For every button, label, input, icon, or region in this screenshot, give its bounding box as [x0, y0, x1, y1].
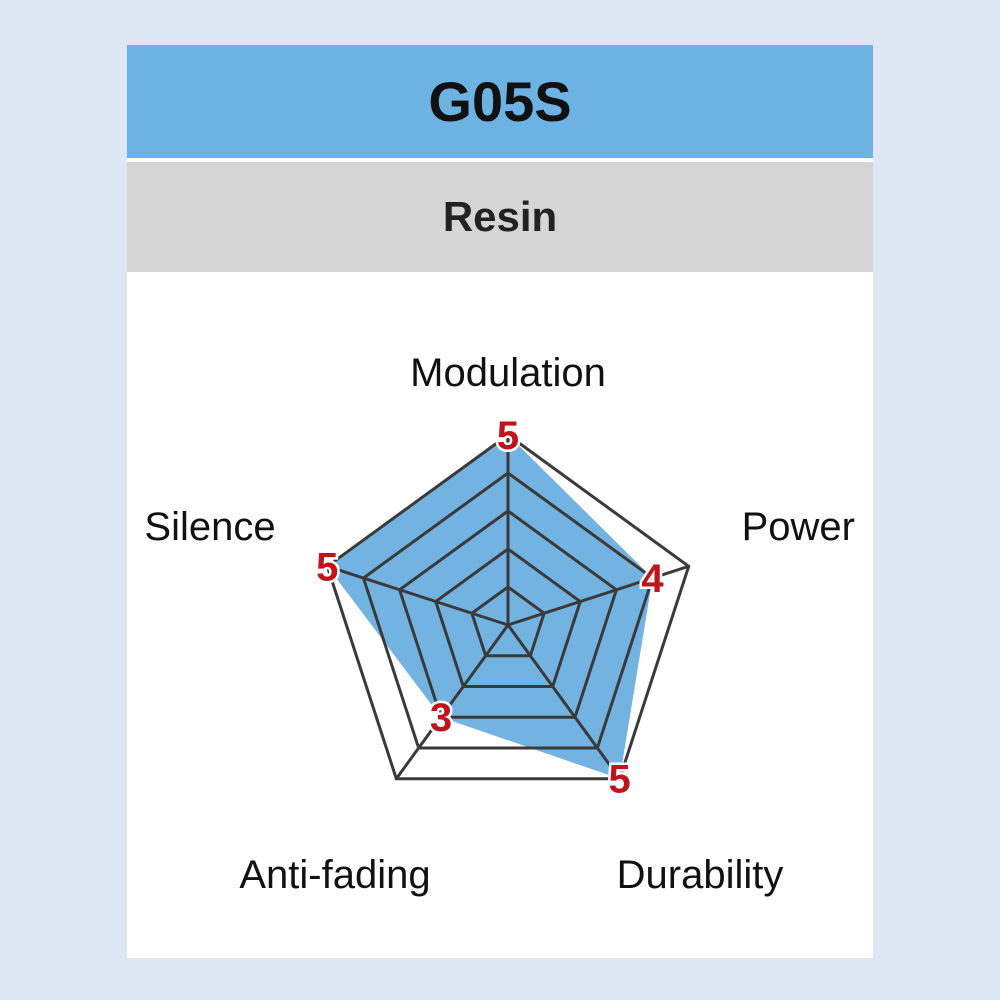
axis-label: Power [742, 505, 855, 549]
material-subtitle: Resin [127, 162, 873, 272]
axis-label: Durability [617, 853, 784, 897]
data-area [327, 435, 653, 779]
grid-spoke [395, 624, 510, 780]
axis-label: Anti-fading [239, 853, 430, 897]
product-title: G05S [127, 45, 873, 158]
value-label: 5 [609, 758, 631, 802]
value-label: 5 [316, 545, 338, 589]
grid-ring [470, 585, 546, 658]
axis-label: Modulation [410, 351, 606, 395]
value-label: 3 [430, 696, 452, 740]
grid-ring [361, 471, 655, 750]
grid-spoke [507, 564, 690, 627]
card: G05S Resin [127, 45, 873, 958]
axis-label: Silence [144, 505, 275, 549]
grid-ring [433, 547, 583, 688]
value-label: 5 [497, 414, 519, 458]
value-label: 4 [641, 557, 664, 601]
grid-ring [397, 509, 619, 719]
grid-spoke [326, 564, 509, 627]
grid-ring [325, 433, 691, 781]
grid-spoke [506, 624, 621, 780]
